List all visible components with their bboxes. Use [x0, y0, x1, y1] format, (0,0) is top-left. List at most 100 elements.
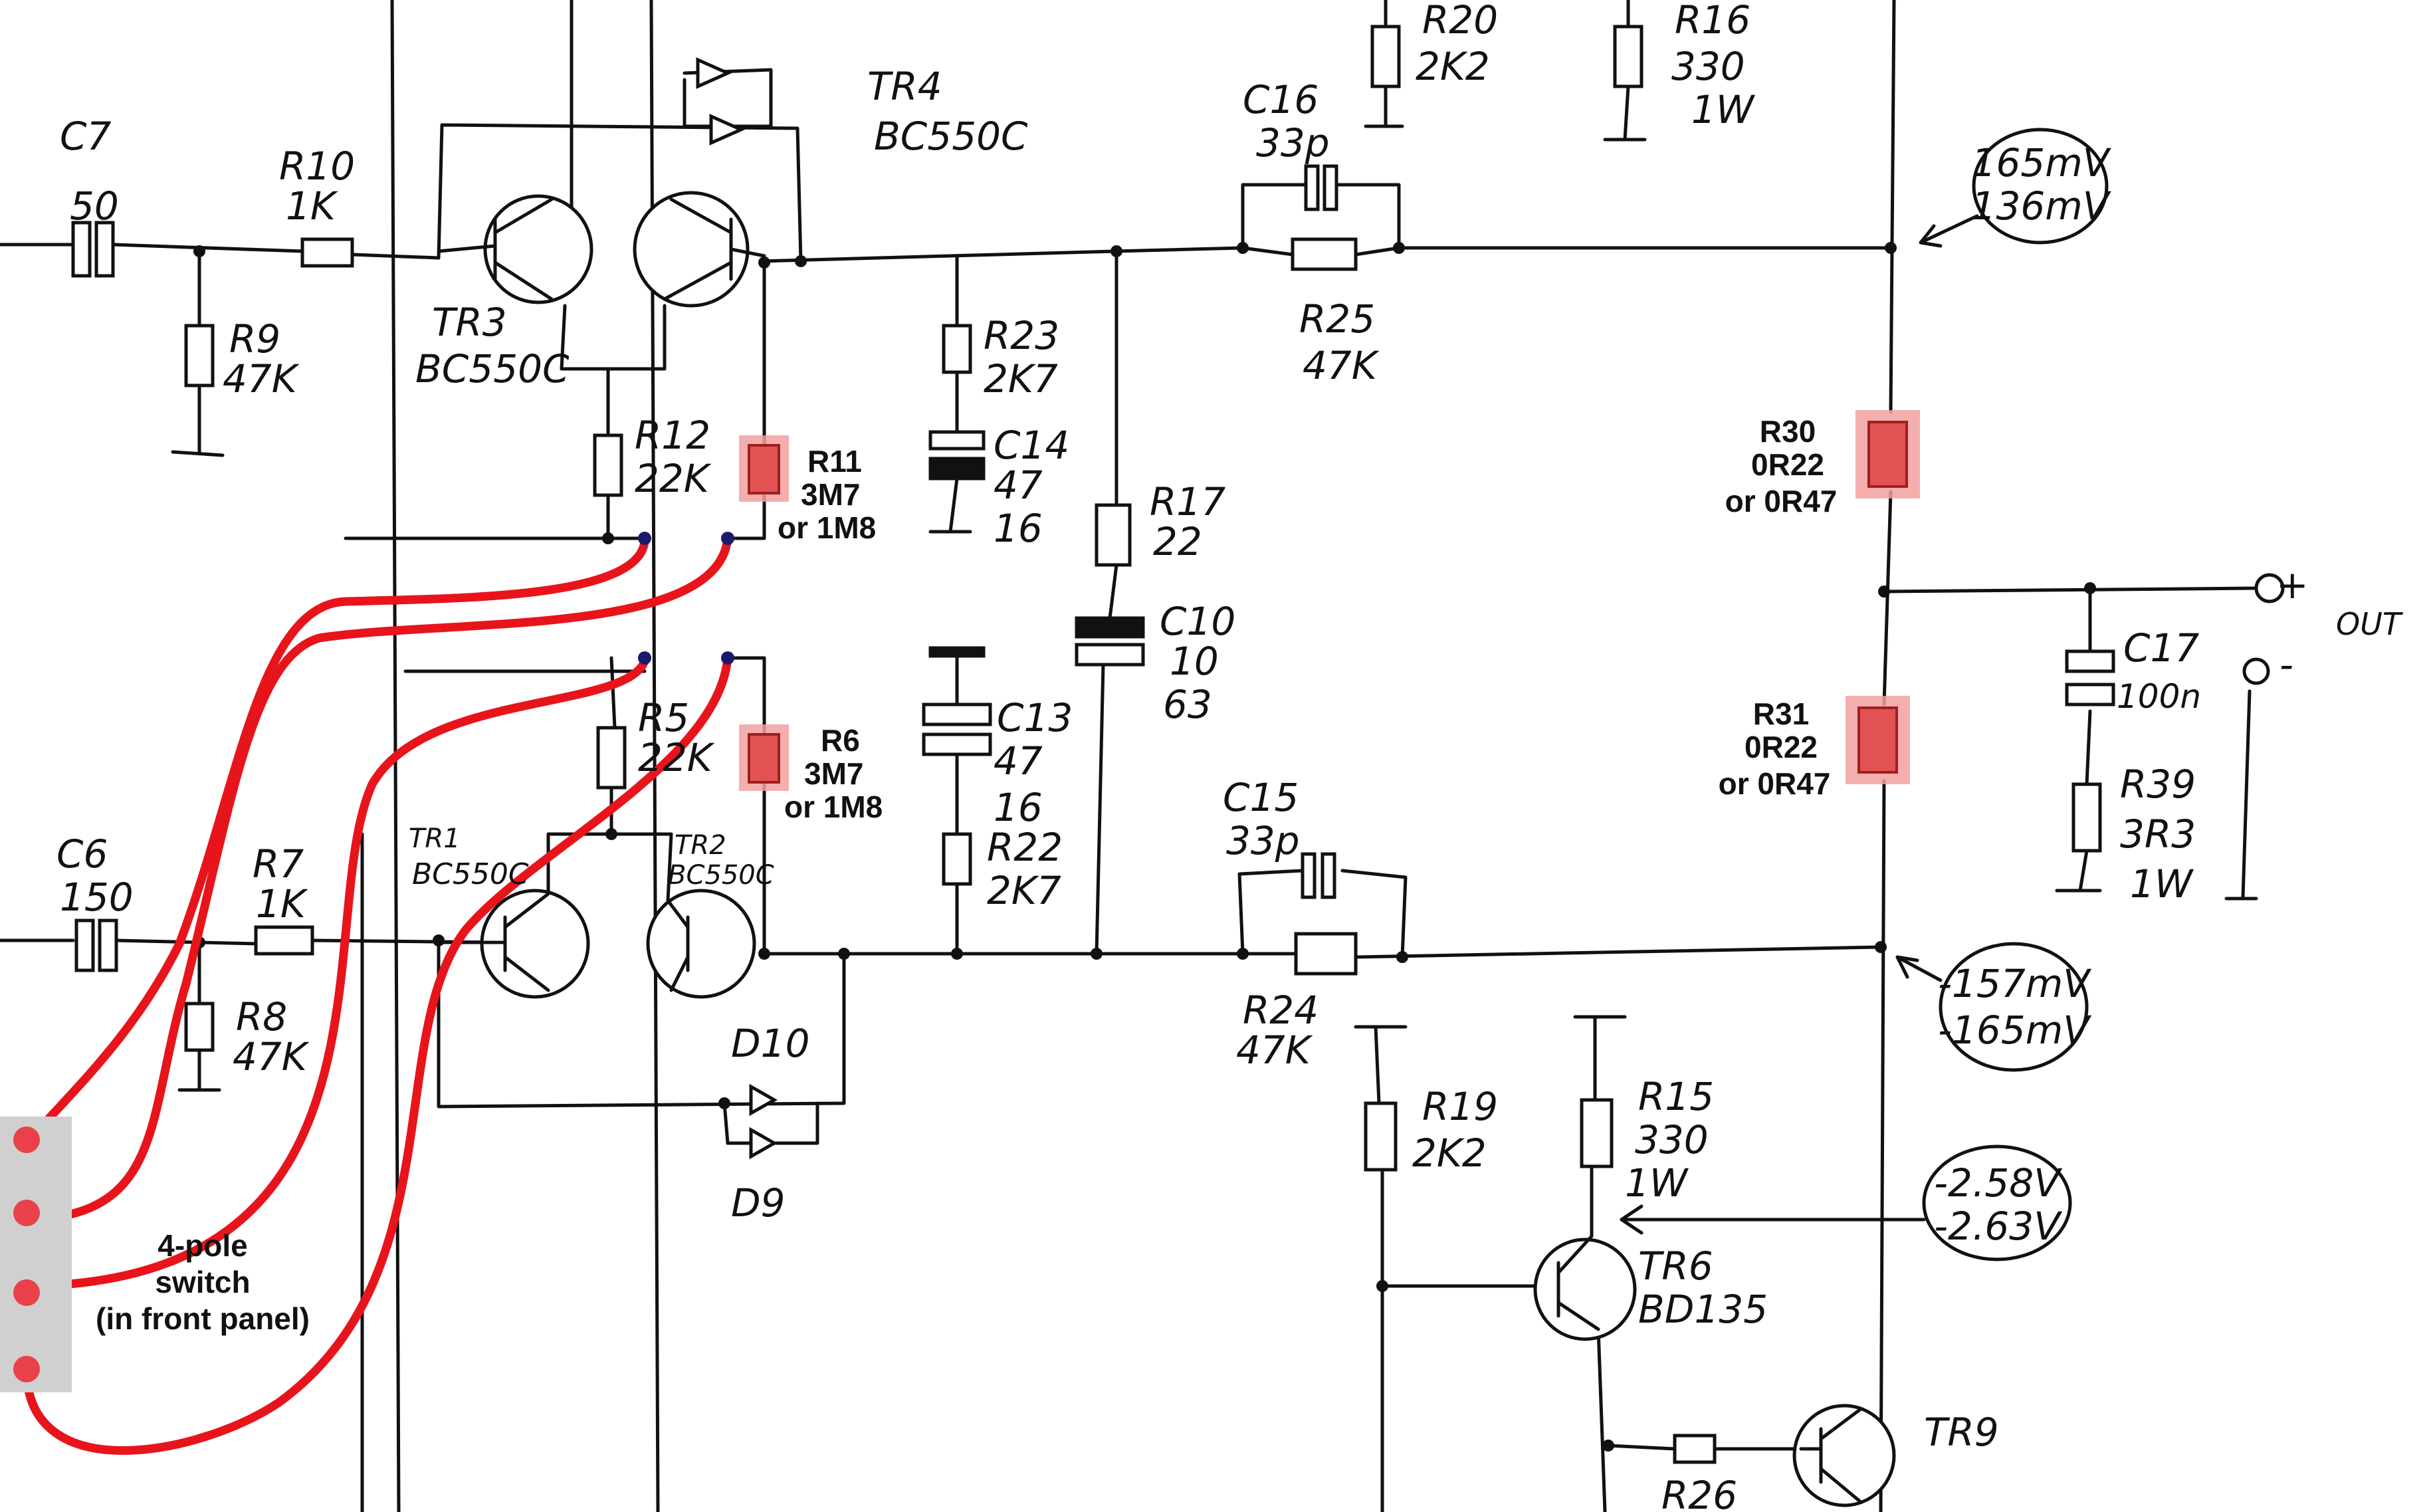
label-c10-ref: C10	[1160, 599, 1235, 644]
label-r39-power: 1W	[2130, 861, 2194, 907]
diode-top-2-symbol	[709, 114, 746, 146]
resistor-r39-symbol	[2071, 782, 2102, 853]
label-tr6-value: BD135	[1638, 1287, 1768, 1332]
label-tr4-value: BC550C	[874, 114, 1028, 159]
label-r31-ref: R31	[1753, 697, 1809, 731]
resistor-r25-symbol	[1291, 237, 1358, 271]
bottom-measurement-line1: -2.58V	[1934, 1160, 2063, 1206]
output-label: OUT	[2336, 606, 2404, 642]
top-measurement-line2: 136mV	[1972, 183, 2112, 229]
label-c13-volt: 16	[994, 785, 1043, 830]
switch-body	[0, 1117, 72, 1392]
diode-d9-symbol	[749, 1127, 778, 1160]
switch-pin-4	[13, 1356, 40, 1382]
label-c10-value: 10	[1170, 639, 1219, 684]
label-c17-ref: C17	[2123, 625, 2199, 671]
label-tr2-ref: TR2	[675, 830, 726, 861]
label-tr4-ref: TR4	[867, 64, 942, 109]
label-r8-value: 47K	[233, 1034, 310, 1079]
label-r15-ref: R15	[1638, 1074, 1714, 1119]
label-c14-value: 47	[994, 463, 1043, 508]
label-c14-ref: C14	[994, 423, 1069, 468]
label-r12-ref: R12	[635, 413, 710, 458]
label-c6-value: 150	[60, 875, 134, 920]
output-plus-label: +	[2276, 562, 2309, 607]
label-r25-value: 47K	[1303, 343, 1380, 388]
switch-pin-1	[13, 1127, 40, 1153]
switch-wiring	[22, 532, 734, 1455]
resistor-r5-symbol	[596, 726, 627, 790]
label-c17-value: 100n	[2117, 677, 2201, 716]
label-d9-ref: D9	[731, 1180, 786, 1226]
label-r17-value: 22	[1153, 519, 1202, 564]
capacitor-c17-symbol	[2065, 649, 2115, 673]
circuit-wiring	[0, 0, 2258, 1512]
label-r39-value: 3R3	[2120, 811, 2196, 857]
label-c14-volt: 16	[994, 506, 1043, 551]
capacitor-c14-symbol	[928, 430, 986, 451]
label-r10-ref: R10	[279, 144, 355, 189]
label-r5-ref: R5	[638, 695, 689, 740]
diode-top-1-symbol	[696, 57, 732, 89]
component-symbols	[71, 25, 2285, 1507]
label-r30-ref: R30	[1760, 414, 1816, 449]
bottom-measurement-ellipse	[1922, 1144, 2072, 1261]
modified-resistor-highlights	[739, 410, 1920, 791]
label-tr2-value: BC550C	[668, 860, 774, 891]
label-r6-value: 3M7	[804, 756, 863, 791]
label-r31-value: 0R22	[1745, 730, 1818, 764]
label-c7-value: 50	[70, 183, 119, 229]
label-tr1-value: BC550C	[412, 857, 529, 891]
label-c15-value: 33p	[1226, 818, 1300, 863]
top-measurement-ellipse	[1972, 128, 2109, 245]
switch-label-line1: 4-pole	[158, 1228, 247, 1263]
output-minus-label: -	[2279, 642, 2293, 687]
label-r23-ref: R23	[984, 313, 1059, 358]
transistor-tr2-symbol	[646, 889, 756, 999]
label-r16-value: 330	[1671, 44, 1745, 89]
label-r23-value: 2K7	[984, 356, 1058, 401]
label-tr3-value: BC550C	[415, 346, 570, 391]
four-pole-switch: 4-pole switch (in front panel)	[0, 1117, 310, 1392]
label-r30-alt: or 0R47	[1725, 484, 1838, 518]
capacitor-c7-symbol	[71, 221, 92, 278]
label-r9-ref: R9	[229, 316, 280, 362]
label-r31-alt: or 0R47	[1719, 766, 1831, 801]
label-r7-value: 1K	[256, 881, 308, 926]
label-c6-ref: C6	[56, 831, 108, 877]
label-c16-value: 33p	[1256, 120, 1330, 165]
label-tr1-ref: TR1	[409, 823, 461, 854]
resistor-r17-symbol	[1095, 503, 1132, 567]
resistor-r26-symbol	[1673, 1434, 1717, 1464]
label-r17-ref: R17	[1150, 479, 1225, 524]
resistor-r9-symbol	[184, 324, 215, 387]
output-minus-terminal	[2242, 657, 2270, 685]
resistor-r19-symbol	[1364, 1101, 1398, 1172]
label-r10-value: 1K	[286, 183, 338, 229]
label-r11-value: 3M7	[801, 477, 860, 512]
label-r20-ref: R20	[1422, 0, 1498, 43]
label-r15-value: 330	[1635, 1117, 1709, 1162]
switch-label-line3: (in front panel)	[96, 1301, 310, 1336]
resistor-r24-symbol	[1294, 932, 1358, 976]
component-labels: C7 50 R10 1K R9 47K TR3 BC550C TR4 BC550…	[56, 0, 2404, 1512]
capacitor-c13-symbol	[922, 702, 992, 726]
label-r15-power: 1W	[1625, 1160, 1689, 1206]
label-r9-value: 47K	[223, 356, 300, 401]
resistor-r8-symbol	[184, 1002, 215, 1052]
transistor-tr6-symbol	[1533, 1238, 1637, 1341]
middle-measurement-line1: -157mV	[1938, 961, 2092, 1006]
label-r11-alt: or 1M8	[778, 510, 876, 545]
capacitor-c7-plate	[94, 221, 115, 278]
resistor-r15-symbol	[1580, 1098, 1614, 1168]
label-r19-ref: R19	[1422, 1084, 1498, 1129]
resistor-r16-symbol	[1613, 25, 1643, 88]
label-r24-value: 47K	[1236, 1027, 1313, 1073]
label-r11-ref: R11	[807, 444, 862, 479]
label-c15-ref: C15	[1223, 775, 1299, 820]
resistor-r23-symbol	[942, 324, 972, 374]
label-r24-ref: R24	[1243, 988, 1319, 1033]
bottom-measurement-line2: -2.63V	[1934, 1204, 2063, 1249]
transistor-tr3-symbol	[483, 194, 593, 304]
